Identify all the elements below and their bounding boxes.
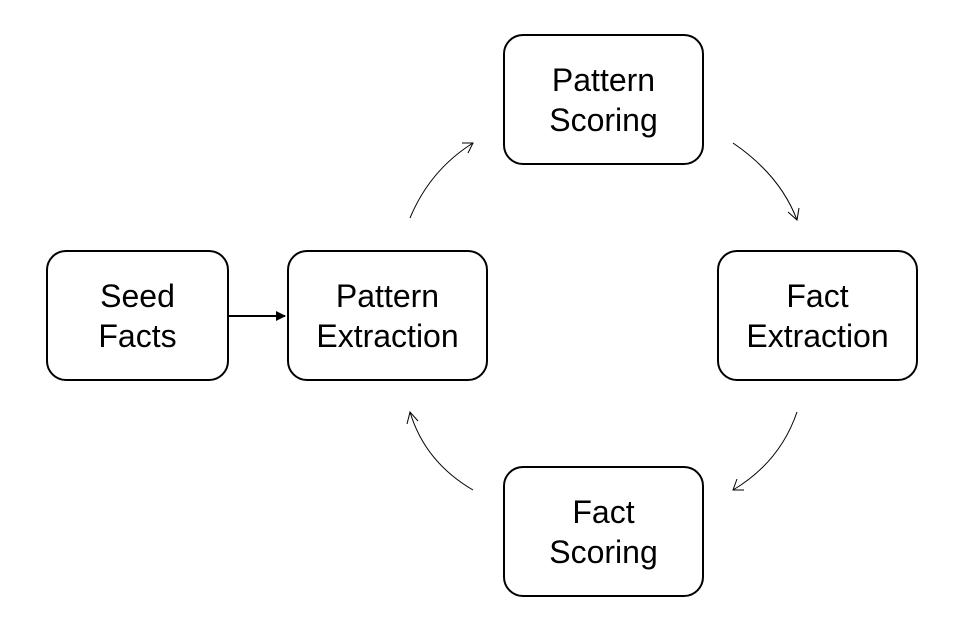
node-pattern-scoring-line1: Pattern — [551, 61, 656, 98]
arrowhead-pattern-extraction — [406, 410, 419, 425]
node-fact-scoring: Fact Scoring — [503, 466, 704, 597]
node-fact-extraction-line2: Extraction — [746, 317, 889, 354]
node-pattern-extraction-line1: Pattern — [335, 277, 440, 314]
node-pattern-extraction-line2: Extraction — [316, 317, 459, 354]
arrowhead-fact-scoring — [732, 478, 744, 491]
edge-fact-extraction-to-fact-scoring — [732, 411, 798, 491]
node-pattern-scoring: Pattern Scoring — [503, 34, 704, 165]
node-fact-extraction: Fact Extraction — [717, 250, 918, 381]
edge-fact-scoring-to-pattern-extraction — [409, 411, 474, 491]
edge-pattern-scoring-to-fact-extraction — [732, 142, 798, 221]
node-seed-facts-line1: Seed — [100, 277, 175, 314]
node-pattern-extraction: Pattern Extraction — [287, 250, 488, 381]
node-seed-facts-line2: Facts — [98, 317, 177, 354]
node-fact-scoring-line2: Scoring — [549, 533, 658, 570]
node-fact-scoring-line1: Fact — [572, 493, 635, 530]
arrowhead-pattern-scoring — [462, 142, 474, 154]
arrowhead-fact-extraction — [787, 207, 800, 221]
edge-pattern-extraction-to-pattern-scoring — [409, 142, 474, 219]
node-seed-facts: Seed Facts — [46, 250, 229, 381]
node-pattern-scoring-line2: Scoring — [549, 101, 658, 138]
node-fact-extraction-line1: Fact — [786, 277, 849, 314]
